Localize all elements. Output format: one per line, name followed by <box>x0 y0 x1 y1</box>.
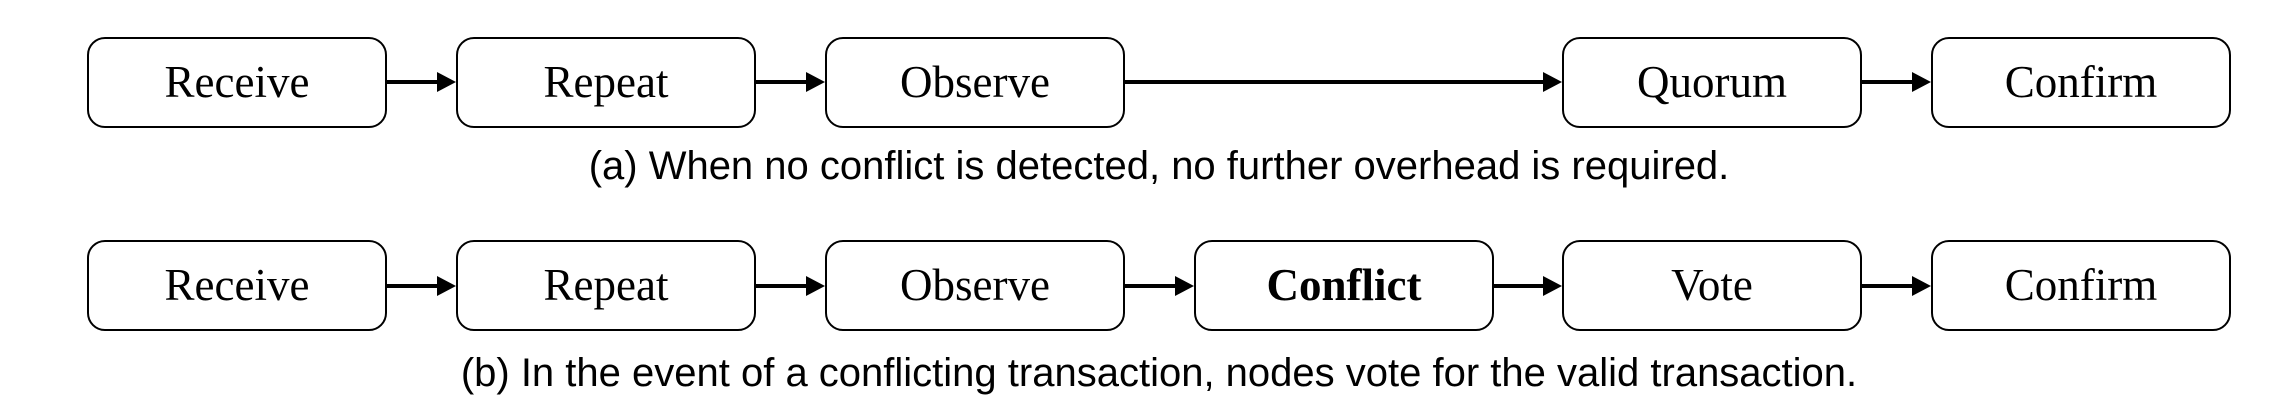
flow-arrow-b1 <box>387 284 437 288</box>
step-box-confirm-b: Confirm <box>1931 240 2231 331</box>
step-box-confirm-a: Confirm <box>1931 37 2231 128</box>
step-label-observe-a: Observe <box>900 57 1050 107</box>
step-box-observe-a: Observe <box>825 37 1125 128</box>
step-box-repeat-b: Repeat <box>456 240 756 331</box>
step-label-quorum-a: Quorum <box>1637 57 1787 107</box>
flow-arrow-b5 <box>1862 284 1912 288</box>
step-label-observe-b: Observe <box>900 260 1050 310</box>
flow-arrow-b2 <box>756 284 806 288</box>
flow-arrow-b4 <box>1494 284 1543 288</box>
step-box-conflict-b: Conflict <box>1194 240 1494 331</box>
step-box-observe-b: Observe <box>825 240 1125 331</box>
flow-arrow-b3 <box>1125 284 1175 288</box>
step-box-repeat-a: Repeat <box>456 37 756 128</box>
flow-arrow-a4 <box>1862 80 1912 84</box>
step-label-receive-a: Receive <box>164 57 310 107</box>
step-label-confirm-a: Confirm <box>2004 57 2158 107</box>
step-box-vote-b: Vote <box>1562 240 1862 331</box>
step-box-quorum-a: Quorum <box>1562 37 1862 128</box>
step-label-confirm-b: Confirm <box>2004 260 2158 310</box>
subfigure-a-caption: (a) When no conflict is detected, no fur… <box>588 144 1730 188</box>
step-box-receive-a: Receive <box>87 37 387 128</box>
step-label-vote-b: Vote <box>1671 260 1753 310</box>
step-label-repeat-a: Repeat <box>543 57 669 107</box>
step-label-conflict-b: Conflict <box>1266 260 1422 310</box>
flow-arrow-a-long <box>1125 80 1543 84</box>
step-box-receive-b: Receive <box>87 240 387 331</box>
flow-arrow-a1 <box>387 80 437 84</box>
step-label-repeat-b: Repeat <box>543 260 669 310</box>
step-label-receive-b: Receive <box>164 260 310 310</box>
flow-arrow-a2 <box>756 80 806 84</box>
subfigure-b-caption: (b) In the event of a conflicting transa… <box>460 351 1858 395</box>
